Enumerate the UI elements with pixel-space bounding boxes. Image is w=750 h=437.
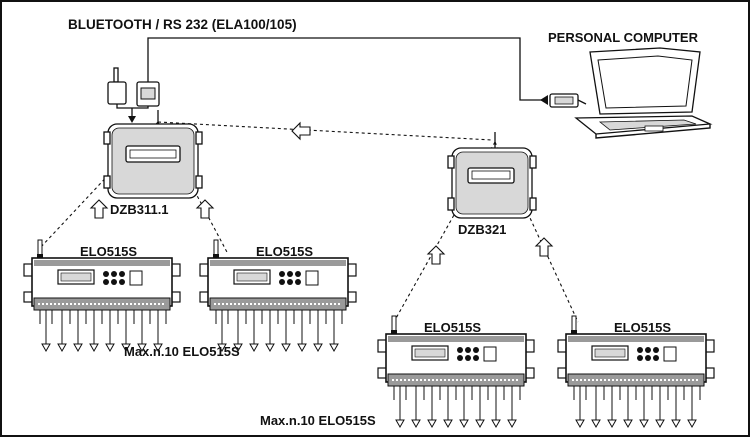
arrow-up-icon <box>426 245 446 265</box>
unit-3-label: ELO515S <box>424 320 481 335</box>
wireless-link-right-1 <box>394 141 496 321</box>
arrow-up-icon <box>89 199 109 219</box>
arrow-left-icon <box>291 121 311 141</box>
unit-1-label: ELO515S <box>80 244 137 259</box>
max-right-label: Max.n.10 ELO515S <box>260 413 376 428</box>
arrow-down-icon <box>128 116 136 123</box>
unit-4-label: ELO515S <box>614 320 671 335</box>
wireless-link-hubs <box>157 121 493 141</box>
hub-right-label: DZB321 <box>458 222 506 237</box>
arrow-left-icon <box>540 95 548 105</box>
wireless-link-left-1 <box>39 121 159 249</box>
bluetooth-adapter <box>107 67 160 123</box>
arrow-up-icon <box>534 237 554 257</box>
rs232-cable <box>147 37 548 101</box>
pc-serial-connector <box>540 93 587 108</box>
link-title-label: BLUETOOTH / RS 232 (ELA100/105) <box>68 17 297 32</box>
hub-dzb311-device <box>103 110 203 199</box>
arrow-up-icon <box>195 199 215 219</box>
max-left-label: Max.n.10 ELO515S <box>124 344 240 359</box>
link-arrows <box>89 199 554 265</box>
laptop-icon <box>574 47 713 139</box>
unit-2-label: ELO515S <box>256 244 313 259</box>
adapter-antenna <box>113 67 119 83</box>
adapter-dongle <box>107 81 127 105</box>
hub-dzb321-device <box>447 132 537 219</box>
computer-label: PERSONAL COMPUTER <box>548 30 699 45</box>
hub-left-label: DZB311.1 <box>110 202 169 217</box>
